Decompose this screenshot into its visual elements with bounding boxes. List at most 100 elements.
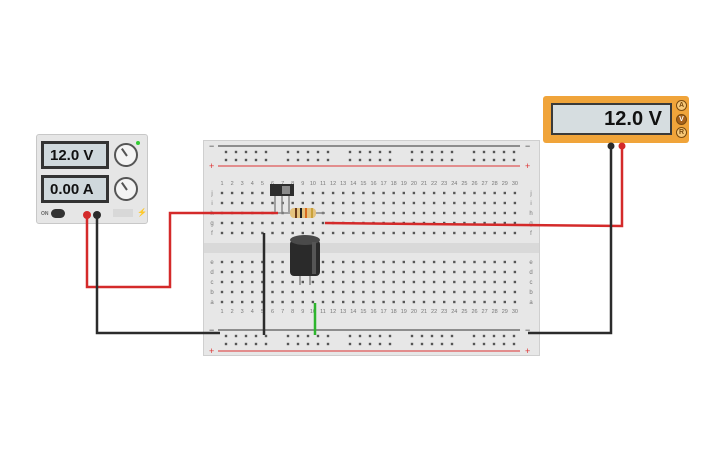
breadboard-hole [281,231,284,235]
breadboard-hole [321,260,325,264]
breadboard-hole [473,221,476,225]
breadboard-hole [503,280,506,284]
mode-ohmmeter-button[interactable]: R [676,127,687,138]
breadboard-hole [463,211,466,215]
breadboard-hole [234,150,238,154]
breadboard-hole [311,300,315,304]
breadboard-hole [220,221,224,225]
breadboard-hole [271,270,274,274]
column-number: 9 [301,181,304,187]
breadboard-hole [316,334,320,338]
breadboard-hole [492,342,496,346]
column-number: 24 [451,181,457,187]
resistor-icon[interactable] [278,208,325,218]
rail-minus-symbol: − [209,141,214,151]
breadboard-hole [472,150,476,154]
breadboard-hole [440,342,444,346]
mode-voltmeter-button[interactable]: V [676,114,687,125]
breadboard-hole [372,191,375,195]
psu-negative-terminal[interactable] [93,211,101,219]
breadboard-hole [430,342,434,346]
breadboard-hole [241,290,244,294]
breadboard-hole [321,290,325,294]
breadboard-hole [254,342,258,346]
breadboard-hole [483,231,486,235]
column-number: 20 [411,181,417,187]
capacitor-icon[interactable] [290,235,320,285]
breadboard-hole [402,300,405,304]
black-wire-meter-probe[interactable] [528,145,613,335]
breadboard-hole [254,334,258,338]
red-wire-psu-positive[interactable] [85,211,278,289]
column-number: 30 [512,181,518,187]
breadboard-hole [241,191,244,195]
breadboard-hole [286,334,290,338]
breadboard-hole [392,280,395,284]
voltage-knob[interactable] [114,143,138,167]
breadboard-hole [362,201,365,205]
breadboard-hole [453,260,456,264]
breadboard-hole [220,270,224,274]
breadboard-hole [331,201,335,205]
breadboard-hole [443,300,446,304]
breadboard-hole [453,201,456,205]
column-number: 3 [241,309,244,315]
breadboard-hole [513,260,517,264]
meter-v-terminal[interactable] [618,142,626,150]
breadboard-hole [473,270,476,274]
breadboard-hole [331,280,335,284]
breadboard-hole [368,158,372,162]
breadboard-hole [430,334,434,338]
breadboard-hole [311,231,315,235]
breadboard-hole [450,334,454,338]
column-number: 1 [220,181,223,187]
breadboard-hole [311,290,315,294]
breadboard-hole [296,158,300,162]
meter-com-terminal[interactable] [607,142,615,150]
breadboard-hole [453,211,456,215]
column-number: 27 [482,309,488,315]
multimeter[interactable]: 12.0 V A V R [543,96,689,143]
breadboard-hole [503,300,506,304]
breadboard-hole [241,260,244,264]
breadboard-hole [422,270,426,274]
breadboard-hole [234,342,238,346]
breadboard-hole [291,290,294,294]
black-wire-psu-negative[interactable] [95,216,220,335]
breadboard-hole [378,342,382,346]
mode-ammeter-button[interactable]: A [676,100,687,111]
breadboard-hole [316,150,320,154]
breadboard-hole [410,334,414,338]
breadboard-hole [493,231,496,235]
breadboard-hole [244,150,248,154]
breadboard-hole [251,201,254,205]
breadboard-hole [241,280,244,284]
breadboard-hole [362,290,365,294]
breadboard-hole [503,191,506,195]
column-number: 9 [301,309,304,315]
breadboard-hole [372,260,375,264]
power-on-label: ON [41,211,49,217]
breadboard-hole [264,150,268,154]
psu-positive-terminal[interactable] [83,211,91,219]
breadboard-hole [321,191,325,195]
breadboard-hole [261,280,264,284]
breadboard-hole [358,334,362,338]
power-switch[interactable] [51,209,65,218]
switch-icon[interactable] [270,184,294,212]
breadboard-hole [358,158,362,162]
breadboard-hole [422,201,426,205]
breadboard-hole [443,260,446,264]
breadboard-hole [234,334,238,338]
red-wire-meter-probe[interactable] [324,145,624,228]
power-supply[interactable]: 12.0 V 0.00 A ON ⚡ [36,134,148,224]
breadboard-hole [422,300,426,304]
breadboard-hole [410,150,414,154]
breadboard-hole [443,270,446,274]
breadboard-hole [402,191,405,195]
breadboard-hole [463,231,466,235]
current-knob[interactable] [114,177,138,201]
breadboard-hole [311,191,315,195]
rail-plus-symbol: + [525,346,530,356]
